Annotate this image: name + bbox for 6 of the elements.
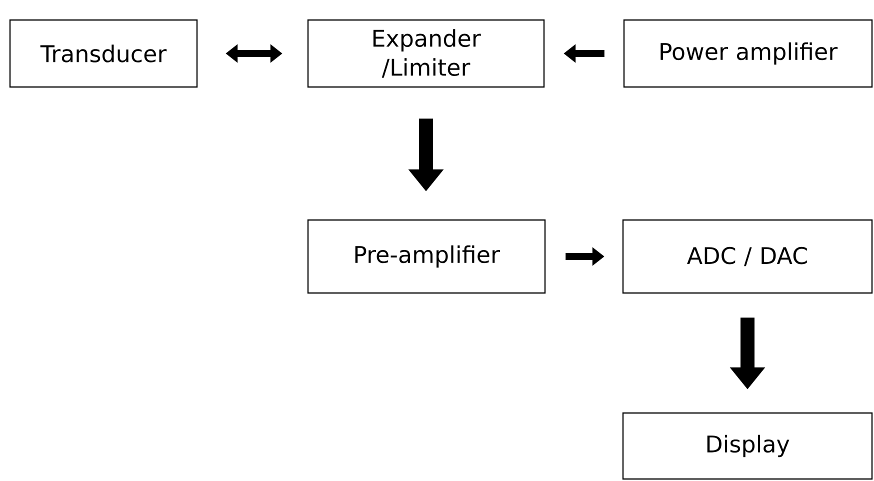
block-box: Transducer — [9, 19, 198, 88]
block-box: ADC / DAC — [622, 219, 873, 294]
block-box: Pre-amplifier — [307, 219, 546, 294]
block-box: Power amplifier — [623, 19, 873, 88]
block-box: Expander /Limiter — [307, 19, 545, 88]
block-box: Display — [622, 412, 873, 480]
